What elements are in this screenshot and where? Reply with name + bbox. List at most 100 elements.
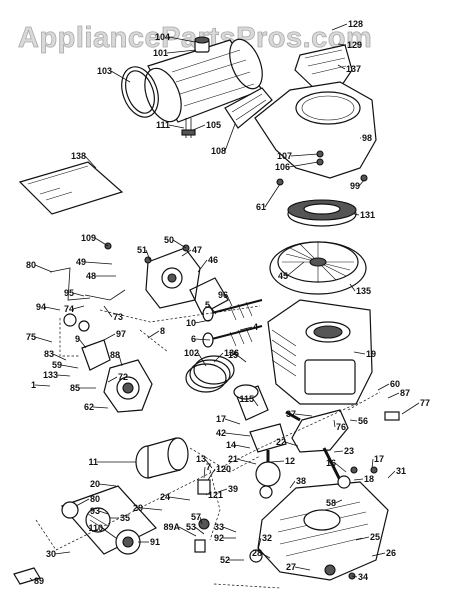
callout-leader (54, 551, 71, 555)
part-number-label: 131 (360, 210, 375, 220)
part-number-label: 11 (88, 457, 98, 467)
part-number-label: 107 (277, 151, 292, 161)
part-number-label: 24 (160, 492, 170, 502)
part-number-label: 26 (386, 548, 396, 558)
part-number-label: 58 (326, 498, 336, 508)
part-number-label: 111 (156, 120, 170, 130)
muffler-bolts (181, 118, 196, 138)
part-number-label: 6 (191, 334, 196, 344)
callout-leader (349, 283, 356, 292)
callout-leader (355, 536, 370, 541)
part-number-label: 128 (348, 19, 363, 29)
part-number-label: 80 (90, 494, 100, 504)
part-number-label: 87 (400, 388, 410, 398)
callout-leader (289, 480, 296, 489)
callout-leader (387, 470, 396, 479)
callout-leader (334, 499, 343, 504)
part-number-label: 14 (226, 440, 236, 450)
callout-leader (34, 336, 53, 343)
callout-leader (172, 239, 187, 249)
part-number-label: 30 (46, 549, 56, 559)
part-number-label: 76 (336, 422, 346, 432)
part-number-label: 45 (278, 271, 288, 281)
dashed-leaders (35, 305, 381, 589)
part-number-label: 62 (84, 402, 94, 412)
owners-manual (18, 161, 124, 215)
governor-linkage (49, 267, 126, 332)
part-number-label: 48 (86, 271, 96, 281)
flywheel (269, 241, 367, 295)
callout-leader (197, 352, 207, 367)
callout-leader (284, 441, 299, 447)
callout-leader (290, 153, 319, 157)
callout-leader (333, 450, 344, 453)
callout-leader (294, 566, 311, 571)
callout-leader (226, 294, 233, 307)
part-number-label: 108 (211, 146, 226, 156)
part-number-label: 104 (155, 32, 170, 42)
callout-leader (353, 213, 360, 216)
part-number-label: 38 (296, 476, 306, 486)
part-number-label: 29 (133, 503, 143, 513)
air-cleaner-housing (60, 485, 157, 555)
callout-leader (331, 23, 348, 31)
part-number-label: 96 (218, 290, 228, 300)
part-number-label: 20 (90, 479, 100, 489)
part-number-label: 129 (347, 40, 362, 50)
callout-leader (141, 507, 163, 511)
part-number-label: 31 (396, 466, 406, 476)
part-number-label: 61 (256, 202, 266, 212)
callout-leader (205, 493, 208, 496)
callout-leader (78, 338, 87, 349)
part-number-label: 97 (116, 329, 126, 339)
part-number-label: 56 (358, 416, 368, 426)
part-number-label: 23 (344, 446, 354, 456)
callout-leader (72, 292, 85, 297)
part-number-label: 12 (285, 456, 295, 466)
callout-leader (34, 264, 53, 273)
part-number-label: 10 (186, 318, 196, 328)
part-number-label: 7 (206, 462, 211, 472)
part-number-label: 106 (275, 162, 290, 172)
air-filter (135, 437, 189, 479)
callout-leader (194, 338, 211, 341)
part-number-label: 136 (224, 348, 239, 358)
callout-leader (145, 249, 151, 261)
callout-leader (207, 468, 216, 481)
part-number-label: 105 (206, 120, 221, 130)
callout-leader (118, 354, 123, 367)
callout-leader (147, 330, 160, 339)
part-number-label: 22 (276, 437, 286, 447)
callout-leader (224, 418, 241, 425)
callout-leader (101, 527, 117, 539)
watermark: AppliancePartsPros.com (18, 22, 372, 54)
part-number-label: 35 (120, 513, 130, 523)
callout-leader (353, 351, 366, 355)
piston (233, 384, 269, 421)
starter-cup (287, 199, 357, 227)
callout-leader (168, 124, 185, 129)
part-number-label: 135 (356, 286, 371, 296)
callout-leader (34, 384, 51, 387)
part-drawings (13, 36, 400, 589)
part-number-label: 110 (88, 523, 103, 533)
part-number-label: 47 (192, 245, 202, 255)
part-number-label: 115 (239, 394, 254, 404)
callout-leader (94, 237, 109, 247)
part-number-label: 59 (52, 360, 62, 370)
callout-leader (56, 374, 71, 377)
engine-base (257, 481, 389, 581)
callout-leader (110, 70, 131, 83)
callout-leader (234, 444, 251, 449)
part-number-label: 17 (216, 414, 226, 424)
carburetor-assembly (81, 339, 153, 413)
valves (202, 299, 263, 348)
callout-leader (257, 537, 262, 551)
callout-leader (204, 458, 213, 469)
part-number-label: 94 (36, 302, 46, 312)
part-number-label: 77 (420, 398, 430, 408)
part-number-label: 95 (64, 288, 74, 298)
callout-leader (334, 462, 347, 473)
callout-leader (192, 124, 206, 131)
